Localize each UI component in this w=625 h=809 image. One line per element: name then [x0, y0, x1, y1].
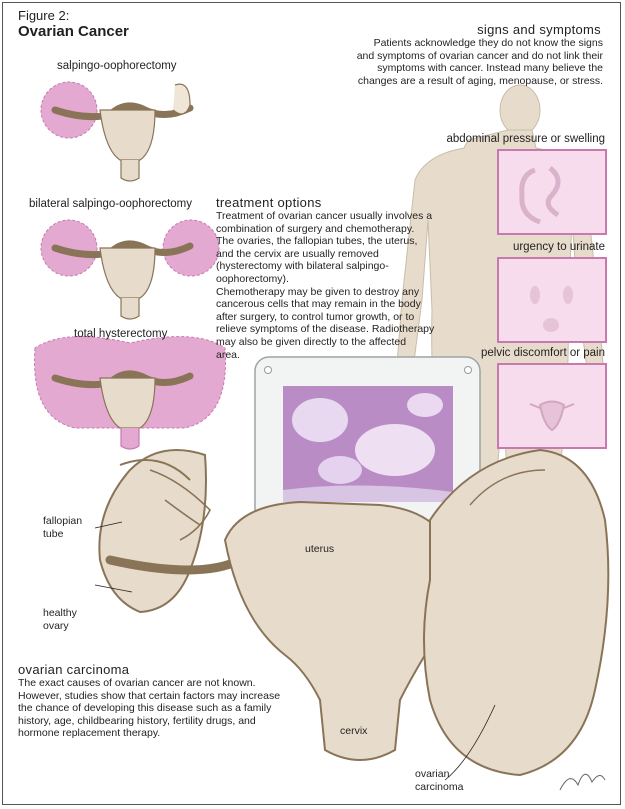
label-uterus: uterus [305, 543, 335, 555]
label-ovarian-carcinoma: ovarian carcinoma [415, 768, 463, 794]
carcinoma-line: The exact causes of ovarian cancer are n… [18, 677, 256, 689]
label-line: ovarian [415, 768, 450, 780]
treatment-line: The ovaries, the fallopian tubes, the ut… [216, 235, 418, 248]
carcinoma-heading: ovarian carcinoma [18, 662, 130, 677]
carcinoma-line: hormone replacement therapy. [18, 727, 161, 740]
artist-signature [559, 773, 606, 791]
figure-label: Figure 2: [18, 8, 70, 23]
figure-title: Ovarian Cancer [18, 23, 129, 40]
treatment-line: Treatment of ovarian cancer usually invo… [216, 210, 433, 222]
symptom-panel-abdominal [497, 149, 607, 235]
carcinoma-line: the chance of developing this disease su… [18, 702, 272, 715]
signs-body: Patients acknowledge they do not know th… [303, 37, 603, 87]
treatment-line: oophorectomy). [216, 272, 289, 285]
symptom-panel-urinary [497, 257, 607, 343]
signs-line: and symptoms of ovarian cancer and do no… [356, 49, 603, 62]
label-line: fallopian [43, 515, 83, 527]
treatment-heading: treatment options [216, 195, 322, 210]
treatment-body: Treatment of ovarian cancer usually invo… [216, 210, 436, 361]
signs-line: Patients acknowledge they do not know th… [373, 37, 603, 49]
leader-lines [94, 521, 496, 781]
signs-heading: signs and symptoms [477, 22, 601, 37]
treatment-line: after surgery, to control tumor growth, … [216, 310, 415, 323]
signs-line: symptoms with cancer. Instead many belie… [377, 62, 603, 75]
label-fallopian-tube: fallopian tube [43, 515, 82, 541]
label-line: carcinoma [415, 781, 464, 793]
symptom-label-urinary: urgency to urinate [512, 241, 605, 253]
carcinoma-line: history, age, childbearing history, fert… [18, 714, 256, 727]
treatment-line: combination of surgery and chemotherapy. [216, 222, 415, 235]
label-healthy-ovary: healthy ovary [43, 607, 77, 633]
carcinoma-body: The exact causes of ovarian cancer are n… [18, 677, 318, 740]
procedure-label-1: salpingo-oophorectomy [57, 60, 177, 72]
label-line: ovary [43, 620, 69, 632]
treatment-line: and the cervix are usually removed [216, 247, 379, 260]
label-cervix: cervix [340, 725, 368, 737]
procedure-label-3: total hysterectomy [74, 328, 168, 340]
treatment-line: area. [216, 348, 240, 361]
treatment-line: (hysterectomy with bilateral salpingo- [216, 260, 389, 273]
treatment-line: cancerous cells that may remain in the b… [216, 298, 421, 311]
treatment-line: relieve symptoms of the disease. Radioth… [216, 323, 435, 336]
symptom-panel-pelvic [497, 363, 607, 449]
procedure-label-2: bilateral salpingo-oophorectomy [29, 198, 193, 210]
symptom-label-pelvic: pelvic discomfort or pain [481, 347, 605, 359]
label-line: tube [43, 528, 64, 540]
symptom-label-abdominal: abdominal pressure or swelling [446, 133, 605, 145]
procedure-diagram-3 [34, 336, 226, 450]
signs-line: changes are a result of aging, menopause… [357, 74, 603, 87]
carcinoma-line: However, studies show that certain facto… [18, 689, 281, 702]
procedure-diagram-2 [40, 219, 220, 320]
treatment-line: may also be given directly to the affect… [216, 335, 407, 348]
treatment-line: Chemotherapy may be given to destroy any [216, 285, 420, 298]
procedure-diagram-1 [40, 81, 194, 182]
large-uterus [98, 448, 610, 777]
histology-slide [254, 356, 481, 530]
label-line: healthy [43, 607, 77, 619]
